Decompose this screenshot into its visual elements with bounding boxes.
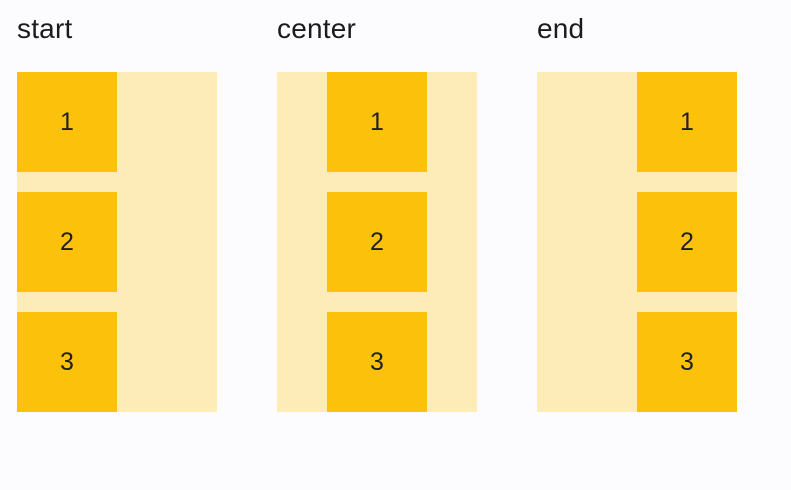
column-label-end: end xyxy=(537,13,585,44)
column-end: end 1 2 3 xyxy=(537,0,737,412)
flex-item: 3 xyxy=(327,312,427,412)
column-label-center: center xyxy=(277,13,357,44)
column-center: center 1 2 3 xyxy=(277,0,477,412)
flex-item: 2 xyxy=(17,192,117,292)
flex-item: 3 xyxy=(17,312,117,412)
alignment-demo: start 1 2 3 center 1 2 3 end 1 2 3 xyxy=(17,0,737,412)
flex-item: 3 xyxy=(637,312,737,412)
flex-item: 1 xyxy=(327,72,427,172)
flex-item: 2 xyxy=(327,192,427,292)
flex-container-end: 1 2 3 xyxy=(537,72,737,412)
flex-container-center: 1 2 3 xyxy=(277,72,477,412)
column-label-start: start xyxy=(17,13,73,44)
column-start: start 1 2 3 xyxy=(17,0,217,412)
flex-item: 1 xyxy=(17,72,117,172)
flex-item: 1 xyxy=(637,72,737,172)
flex-container-start: 1 2 3 xyxy=(17,72,217,412)
flex-item: 2 xyxy=(637,192,737,292)
